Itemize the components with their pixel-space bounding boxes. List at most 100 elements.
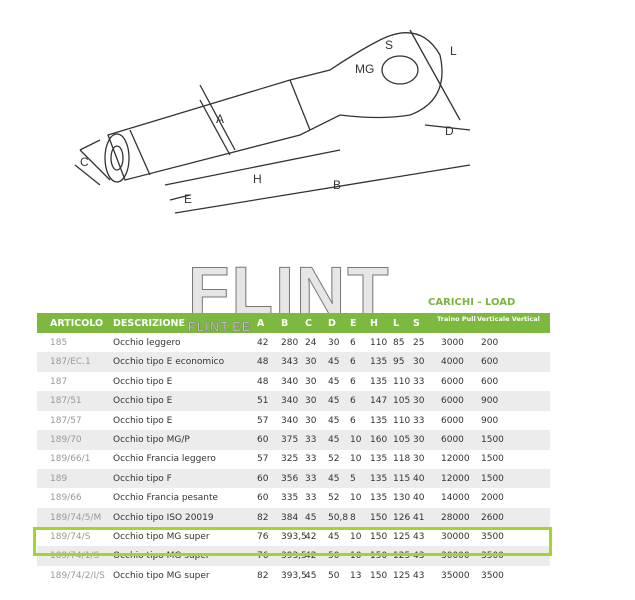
table-cell: 30 (413, 454, 425, 465)
table-cell: 150 (370, 551, 388, 562)
table-cell: 45 (328, 376, 340, 387)
table-cell: 187/EC.1 (50, 357, 91, 368)
table-cell: 189/74/2/I/S (50, 570, 105, 581)
table-cell: 43 (413, 551, 425, 562)
table-cell: 185 (50, 338, 68, 348)
table-cell: 48 (257, 376, 269, 387)
table-cell: 33 (305, 493, 317, 504)
table-cell: 12000 (441, 473, 470, 484)
table-cell: 135 (370, 454, 388, 465)
table-row: 187/EC.1 Occhio tipo E economico 48 343 30 45… (37, 352, 550, 372)
table-cell: 8 (350, 512, 356, 523)
column-header: B (281, 318, 289, 329)
table-cell: 135 (370, 357, 388, 368)
table-cell: 125 (393, 551, 411, 562)
table-cell: 6 (350, 376, 356, 387)
table-cell: 12000 (441, 454, 470, 465)
table-cell: 3500 (481, 570, 504, 581)
load-header: CARICHI - LOAD (428, 297, 516, 308)
table-cell: 33 (305, 454, 317, 465)
table-cell: 6000 (441, 376, 464, 387)
column-header: D (328, 318, 336, 329)
table-cell: 95 (393, 357, 405, 368)
label-b: B (333, 178, 342, 192)
table-cell: 10 (350, 493, 362, 504)
table-cell: 13 (350, 570, 362, 581)
table-cell: 42 (305, 532, 317, 542)
column-header: A (257, 318, 265, 329)
table-cell: 57 (257, 454, 269, 465)
table-cell: 343 (281, 357, 299, 368)
table-cell: 52 (328, 493, 340, 504)
table-cell: 135 (370, 376, 388, 387)
table-cell: 45 (328, 435, 340, 445)
table-cell: 6000 (441, 435, 464, 445)
table-cell: Occhio tipo MG super (113, 551, 210, 562)
table-cell: 135 (370, 493, 388, 504)
table-cell: 135 (370, 415, 388, 426)
table-cell: 6000 (441, 396, 464, 407)
table-cell: 187/51 (50, 396, 82, 407)
table-cell: 30 (305, 396, 317, 407)
table-cell: 340 (281, 396, 299, 407)
table-cell: 600 (481, 357, 499, 368)
table-cell: Occhio tipo MG super (113, 532, 210, 542)
table-cell: 50,8 (328, 512, 349, 523)
table-cell: 85 (393, 338, 405, 348)
table-cell: 45 (305, 570, 317, 581)
table-cell: 30 (413, 435, 425, 445)
table-cell: 30000 (441, 551, 470, 562)
table-cell: 160 (370, 435, 388, 445)
table-cell: 900 (481, 396, 499, 407)
table-cell: 340 (281, 376, 299, 387)
table-cell: 82 (257, 570, 269, 581)
table-cell: 189/74/S (50, 532, 91, 542)
table-cell: 1500 (481, 435, 504, 445)
table-cell: 393,5 (281, 570, 307, 581)
table-cell: 43 (413, 570, 425, 581)
table-cell: 14000 (441, 493, 470, 504)
table-cell: Occhio tipo E economico (113, 357, 225, 368)
table-cell: 135 (370, 473, 388, 484)
table-cell: 30 (413, 357, 425, 368)
label-c: C (80, 155, 89, 169)
table-cell: 3500 (481, 551, 504, 562)
label-d: D (445, 124, 454, 138)
column-header: S (413, 318, 420, 329)
table-cell: 900 (481, 415, 499, 426)
table-cell: 57 (257, 415, 269, 426)
column-header: Traino Pull (437, 315, 476, 323)
table-cell: 115 (393, 473, 411, 484)
table-cell: 105 (393, 435, 411, 445)
table-cell: 187 (50, 376, 68, 387)
table-cell: 48 (257, 357, 269, 368)
table-cell: 150 (370, 570, 388, 581)
table-cell: 82 (257, 512, 269, 523)
table-cell: 125 (393, 532, 411, 542)
table-cell: 187/57 (50, 415, 82, 426)
table-cell: 50 (328, 570, 340, 581)
table-cell: Occhio Francia pesante (113, 493, 219, 504)
table-cell: 6 (350, 338, 356, 348)
table-cell: Occhio tipo F (113, 473, 172, 484)
table-cell: 40 (413, 493, 425, 504)
table-cell: 4000 (441, 357, 464, 368)
table-cell: 356 (281, 473, 299, 484)
table-cell: 45 (328, 357, 340, 368)
table-cell: Occhio tipo E (113, 376, 173, 387)
table-cell: 76 (257, 551, 269, 562)
table-cell: 2600 (481, 512, 504, 523)
table-cell: 60 (257, 435, 269, 445)
table-cell: 125 (393, 570, 411, 581)
table-cell: 51 (257, 396, 269, 407)
table-cell: 340 (281, 415, 299, 426)
table-cell: 325 (281, 454, 299, 465)
column-header: E (350, 318, 357, 329)
table-cell: 110 (370, 338, 388, 348)
